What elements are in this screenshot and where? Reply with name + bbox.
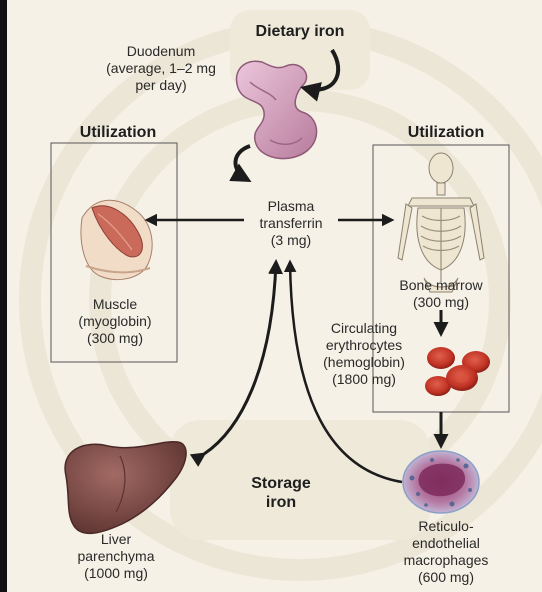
red-blood-cells-icon xyxy=(425,347,490,396)
utilization-left-heading: Utilization xyxy=(58,123,178,142)
utilization-right-heading: Utilization xyxy=(386,123,506,142)
duodenum-detail-1: (average, 1–2 mg xyxy=(86,60,236,77)
macrophage-icon xyxy=(403,451,479,513)
duodenum-detail-2: per day) xyxy=(86,77,236,94)
bone-marrow-line-2: (300 mg) xyxy=(380,294,502,311)
liver-icon xyxy=(65,442,186,534)
plasma-line-1: Plasma xyxy=(244,198,338,215)
erythrocytes-line-4: (1800 mg) xyxy=(306,371,422,388)
macrophages-line-2: endothelial xyxy=(386,535,506,552)
muscle-label: Muscle (myoglobin) (300 mg) xyxy=(60,296,170,347)
dietary-iron-title: Dietary iron xyxy=(230,22,370,41)
storage-line-2: iron xyxy=(226,493,336,512)
plasma-line-3: (3 mg) xyxy=(244,232,338,249)
muscle-line-3: (300 mg) xyxy=(60,330,170,347)
duodenum-icon xyxy=(237,61,317,158)
macrophages-line-4: (600 mg) xyxy=(386,569,506,586)
storage-line-1: Storage xyxy=(226,474,336,493)
macrophages-label: Reticulo- endothelial macrophages (600 m… xyxy=(386,518,506,586)
muscle-line-1: Muscle xyxy=(60,296,170,313)
muscle-line-2: (myoglobin) xyxy=(60,313,170,330)
storage-iron-label: Storage iron xyxy=(226,474,336,512)
erythrocytes-line-3: (hemoglobin) xyxy=(306,354,422,371)
muscle-arm-icon xyxy=(81,200,152,279)
erythrocytes-label: Circulating erythrocytes (hemoglobin) (1… xyxy=(306,320,422,388)
liver-plasma-arrow xyxy=(204,262,276,454)
duodenum-to-plasma-arrow xyxy=(235,146,250,180)
bone-marrow-line-1: Bone marrow xyxy=(380,277,502,294)
duodenum-label: Duodenum (average, 1–2 mg per day) xyxy=(86,43,236,94)
erythrocytes-line-1: Circulating xyxy=(306,320,422,337)
liver-line-3: (1000 mg) xyxy=(66,565,166,582)
plasma-transferrin-label: Plasma transferrin (3 mg) xyxy=(244,198,338,249)
erythrocytes-line-2: erythrocytes xyxy=(306,337,422,354)
liver-line-1: Liver xyxy=(66,531,166,548)
bone-marrow-label: Bone marrow (300 mg) xyxy=(380,277,502,311)
plasma-line-2: transferrin xyxy=(244,215,338,232)
macrophages-line-1: Reticulo- xyxy=(386,518,506,535)
skeleton-icon xyxy=(398,153,484,292)
liver-line-2: parenchyma xyxy=(66,548,166,565)
macrophages-line-3: macrophages xyxy=(386,552,506,569)
duodenum-name: Duodenum xyxy=(86,43,236,60)
dietary-iron-arrow xyxy=(304,50,338,90)
liver-label: Liver parenchyma (1000 mg) xyxy=(66,531,166,582)
